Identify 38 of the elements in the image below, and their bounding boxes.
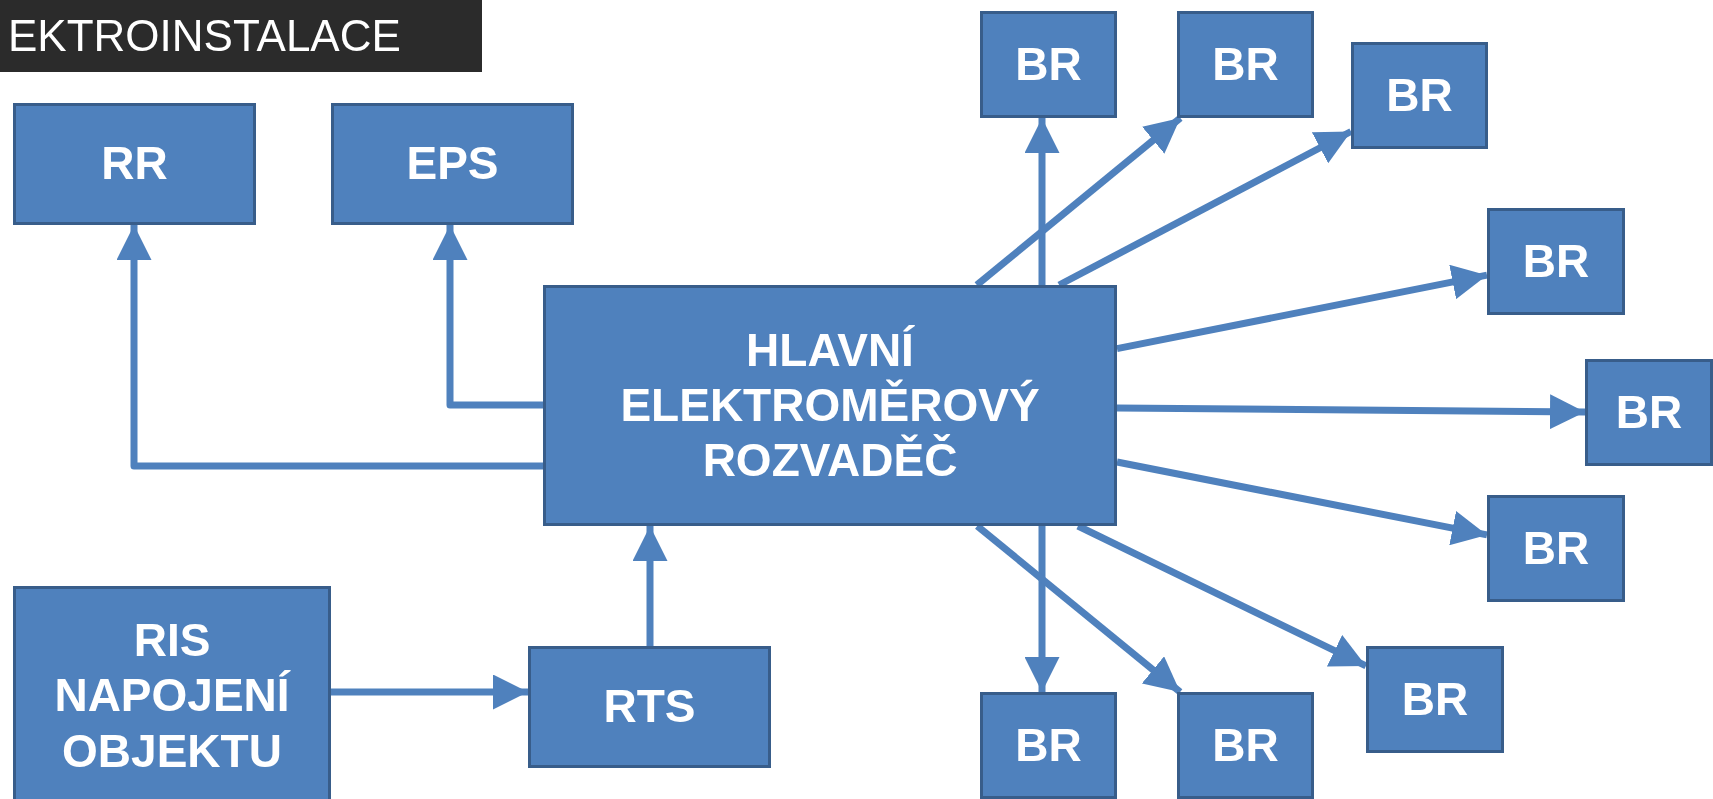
title-banner: EKTROINSTALACE	[0, 0, 482, 72]
arrow	[1024, 118, 1060, 285]
box-label: RTS	[602, 679, 697, 735]
box-label: RR	[100, 136, 169, 192]
arrow	[116, 225, 543, 470]
arrow	[632, 526, 668, 646]
process-box	[1585, 359, 1713, 466]
process-box	[13, 103, 256, 225]
process-box	[980, 692, 1117, 799]
process-box	[331, 103, 574, 225]
box-label: BR	[1014, 717, 1083, 773]
process-box	[1487, 208, 1625, 315]
box-label: BR	[1521, 233, 1591, 289]
process-box	[1351, 42, 1488, 149]
box-label: BR	[1211, 717, 1280, 773]
process-box	[1177, 692, 1314, 799]
box-label: BR	[1385, 67, 1454, 123]
process-box	[543, 285, 1117, 526]
process-box	[13, 586, 331, 799]
arrow	[1116, 264, 1488, 352]
process-box	[980, 11, 1117, 118]
arrow	[1024, 526, 1060, 692]
process-box	[1487, 495, 1625, 602]
box-label: BR	[1211, 36, 1280, 92]
arrow	[1116, 458, 1488, 546]
box-label: BR	[1614, 384, 1684, 440]
box-label: BR	[1014, 36, 1083, 92]
box-label: BR	[1521, 520, 1591, 576]
process-box	[528, 646, 771, 768]
process-box	[1177, 11, 1314, 118]
arrow	[1116, 394, 1586, 430]
arrow	[331, 674, 528, 710]
box-label: BR	[1400, 671, 1470, 727]
process-box	[1366, 646, 1504, 753]
arrow	[432, 225, 543, 409]
box-label: RIS NAPOJENÍ OBJEKTU	[53, 613, 292, 779]
box-label: HLAVNÍ ELEKTROMĚROVÝ ROZVADĚČ	[619, 322, 1041, 489]
box-label: EPS	[405, 136, 500, 192]
